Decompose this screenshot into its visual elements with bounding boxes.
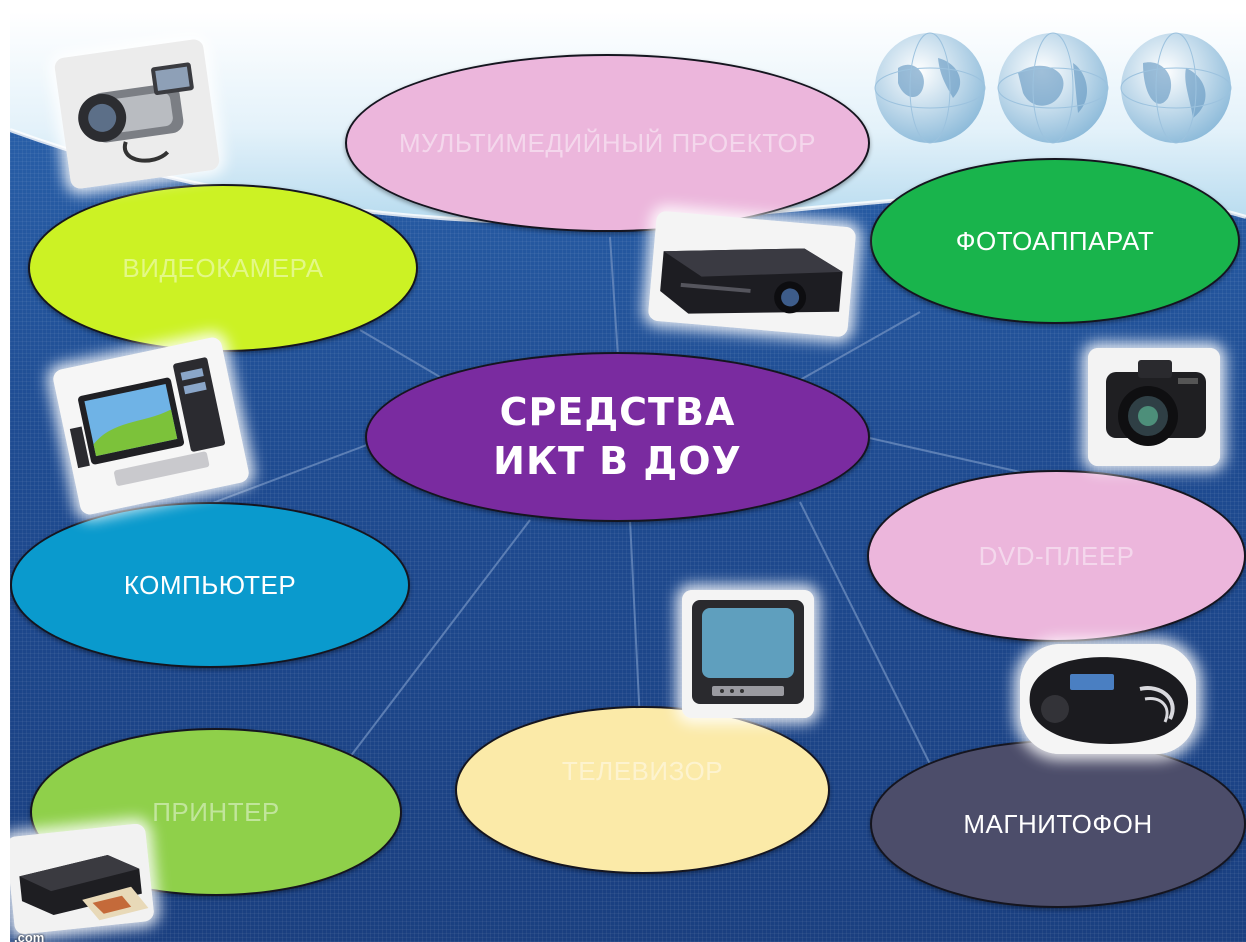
projector-picture [647, 210, 857, 338]
tv-picture [682, 590, 814, 718]
node-multimedia-projector: МУЛЬТИМЕДИЙНЫЙ ПРОЕКТОР [345, 54, 870, 232]
boombox-picture [1020, 644, 1196, 754]
printer-icon [10, 822, 155, 936]
photo-camera-icon [1088, 348, 1220, 466]
node-tv: ТЕЛЕВИЗОР [455, 706, 830, 874]
printer-picture [10, 822, 155, 936]
node-label: ТЕЛЕВИЗОР [561, 755, 724, 786]
line-photo [799, 311, 921, 381]
node-label: КОМПЬЮТЕР [123, 569, 297, 600]
node-label: ВИДЕОКАМЕРА [122, 252, 324, 283]
line-tv [629, 519, 641, 723]
globe-icon [874, 32, 1232, 144]
node-label: МУЛЬТИМЕДИЙНЫЙ ПРОЕКТОР [398, 127, 817, 158]
watermark: .com [14, 930, 45, 942]
tv-icon [682, 590, 814, 718]
boombox-icon [1020, 644, 1196, 754]
slide: МУЛЬТИМЕДИЙНЫЙ ПРОЕКТОР ВИДЕОКАМЕРА ФОТО… [10, 12, 1246, 942]
photo-camera-picture [1088, 348, 1220, 466]
center-label: СРЕДСТВА ИКТ В ДОУ [493, 389, 742, 483]
line-printer [349, 519, 531, 758]
node-label: DVD-ПЛЕЕР [978, 540, 1135, 571]
line-videocamera [359, 329, 441, 378]
projector-icon [647, 210, 857, 338]
globes [868, 28, 1238, 148]
node-label: ФОТОАППАРАТ [955, 225, 1155, 256]
node-label: МАГНИТОФОН [963, 808, 1153, 839]
line-projector [609, 236, 619, 358]
line-recorder [799, 501, 931, 765]
node-tape-recorder: МАГНИТОФОН [870, 740, 1246, 908]
connector-lines [209, 236, 1021, 765]
node-label: ПРИНТЕР [152, 796, 280, 827]
line-dvd [864, 436, 1021, 473]
node-dvd-player: DVD-ПЛЕЕР [867, 470, 1246, 642]
camcorder-icon [53, 38, 221, 190]
camcorder-picture [53, 38, 221, 190]
computer-icon [51, 335, 251, 517]
node-photo-camera: ФОТОАППАРАТ [870, 158, 1240, 324]
node-center-ict-tools: СРЕДСТВА ИКТ В ДОУ [365, 352, 870, 522]
computer-picture [51, 335, 251, 517]
line-computer [209, 439, 381, 505]
node-computer: КОМПЬЮТЕР [10, 502, 410, 668]
node-videocamera: ВИДЕОКАМЕРА [28, 184, 418, 352]
